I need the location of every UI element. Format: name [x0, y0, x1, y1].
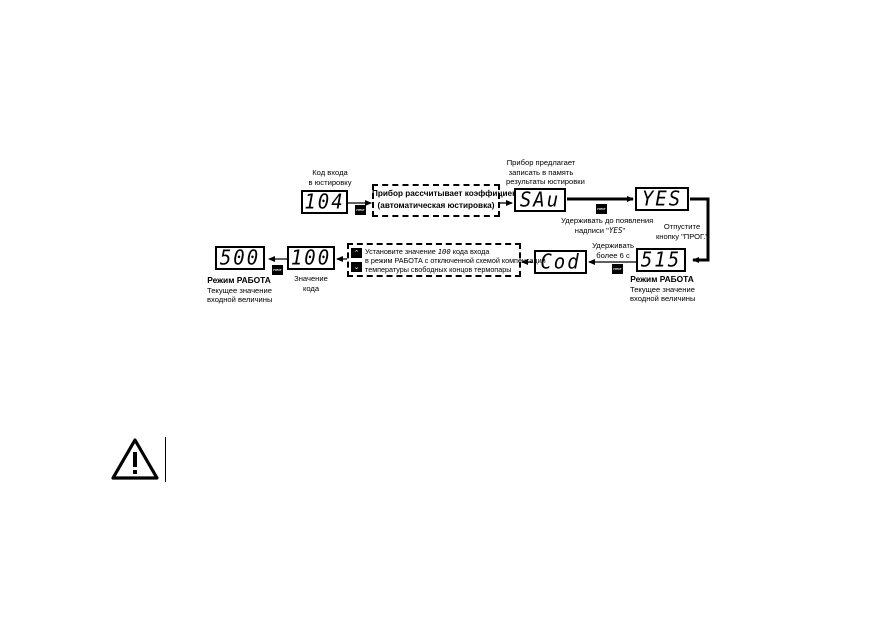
hold6-line2: более 6 с: [596, 250, 630, 260]
value-line1: Значение: [294, 274, 328, 283]
mode-work-left-title: Режим РАБОТА: [207, 275, 271, 285]
prog-button[interactable]: ПРОГ: [355, 205, 366, 215]
auto-calibration-box: [372, 184, 500, 217]
value-line2: кода: [302, 283, 320, 293]
display-cod-value: Cod: [540, 250, 581, 274]
current-left-line1: Текущее значение: [207, 285, 272, 295]
display-sau: SAu: [514, 188, 566, 212]
release-line1: Отпустите: [663, 222, 701, 231]
set-line1-pre: Установите значение: [365, 247, 436, 256]
display-500: 500: [215, 246, 265, 270]
display-500-value: 500: [219, 246, 261, 270]
set-line1-code: 100: [437, 247, 451, 256]
set-code-box: [347, 243, 521, 277]
value-label: Значение кода: [287, 274, 335, 293]
hold-label: Удерживать до появления надписи "YES": [561, 216, 654, 236]
display-cod: Cod: [534, 250, 587, 274]
set-line3: температуры свободных концов термопары: [365, 265, 512, 274]
auto-calibration-text: Прибор рассчитывает коэффициенты (автома…: [372, 189, 529, 211]
code-input-label: Код входа в юстировку: [304, 168, 356, 187]
hold-line1: Удерживать до появления: [561, 216, 654, 225]
hold-line2: надписи "YES": [561, 226, 639, 236]
up-chevron-icon[interactable]: ⌃: [351, 248, 362, 258]
prog-button[interactable]: ПРОГ: [596, 204, 607, 214]
hold-line2-code: YES: [608, 225, 623, 235]
current-right-line2: входной величины: [630, 294, 696, 303]
hold6-line1: Удерживать: [592, 241, 634, 250]
calc-line1: Прибор рассчитывает коэффициенты: [372, 189, 529, 198]
set-code-text: Установите значение 100 кода входа в реж…: [365, 247, 546, 274]
mode-work-right-title: Режим РАБОТА: [630, 274, 694, 284]
release-label: Отпустите кнопку "ПРОГ.": [652, 222, 712, 241]
calc-line2: (автоматическая юстировка): [377, 201, 495, 210]
release-line2: кнопку "ПРОГ.": [655, 231, 709, 241]
current-right-line1: Текущее значение: [630, 284, 695, 294]
mode-work-left: Режим РАБОТА Текущее значение входной ве…: [207, 275, 273, 305]
mode-work-right: Режим РАБОТА Текущее значение входной ве…: [630, 274, 696, 304]
display-104-value: 104: [304, 190, 345, 214]
hold6-label: Удерживать более 6 с: [590, 241, 636, 260]
offer-line3: результаты юстировки: [506, 177, 585, 186]
hold-line2-text: надписи ": [574, 225, 609, 235]
code-input-line2: в юстировку: [308, 177, 352, 187]
code-input-line1: Код входа: [312, 168, 348, 177]
display-yes: YES: [635, 187, 689, 211]
hold-line2-end: ": [622, 225, 626, 235]
warning-icon: [111, 438, 159, 480]
prog-button[interactable]: ПРОГ: [612, 264, 623, 274]
display-yes-value: YES: [641, 187, 683, 211]
current-left-line2: входной величины: [207, 295, 273, 304]
set-line2: в режим РАБОТА с отключенной схемой комп…: [365, 256, 546, 265]
warning-divider: [165, 437, 167, 482]
display-104: 104: [301, 190, 348, 214]
display-515-value: 515: [640, 248, 682, 272]
set-line1-post: кода входа: [452, 247, 490, 256]
offer-line1: Прибор предлагает: [506, 158, 576, 167]
down-chevron-icon[interactable]: ⌄: [351, 262, 362, 272]
display-100: 100: [287, 246, 335, 270]
display-sau-value: SAu: [519, 188, 561, 212]
prog-button[interactable]: ПРОГ: [272, 265, 283, 275]
arrow-yes-to-515: [690, 197, 710, 263]
offer-label: Прибор предлагает записать в память резу…: [506, 158, 585, 187]
display-515: 515: [636, 248, 686, 272]
offer-line2: записать в память: [508, 167, 574, 177]
set-line1: Установите значение 100 кода входа: [365, 247, 546, 256]
display-100-value: 100: [290, 246, 332, 270]
